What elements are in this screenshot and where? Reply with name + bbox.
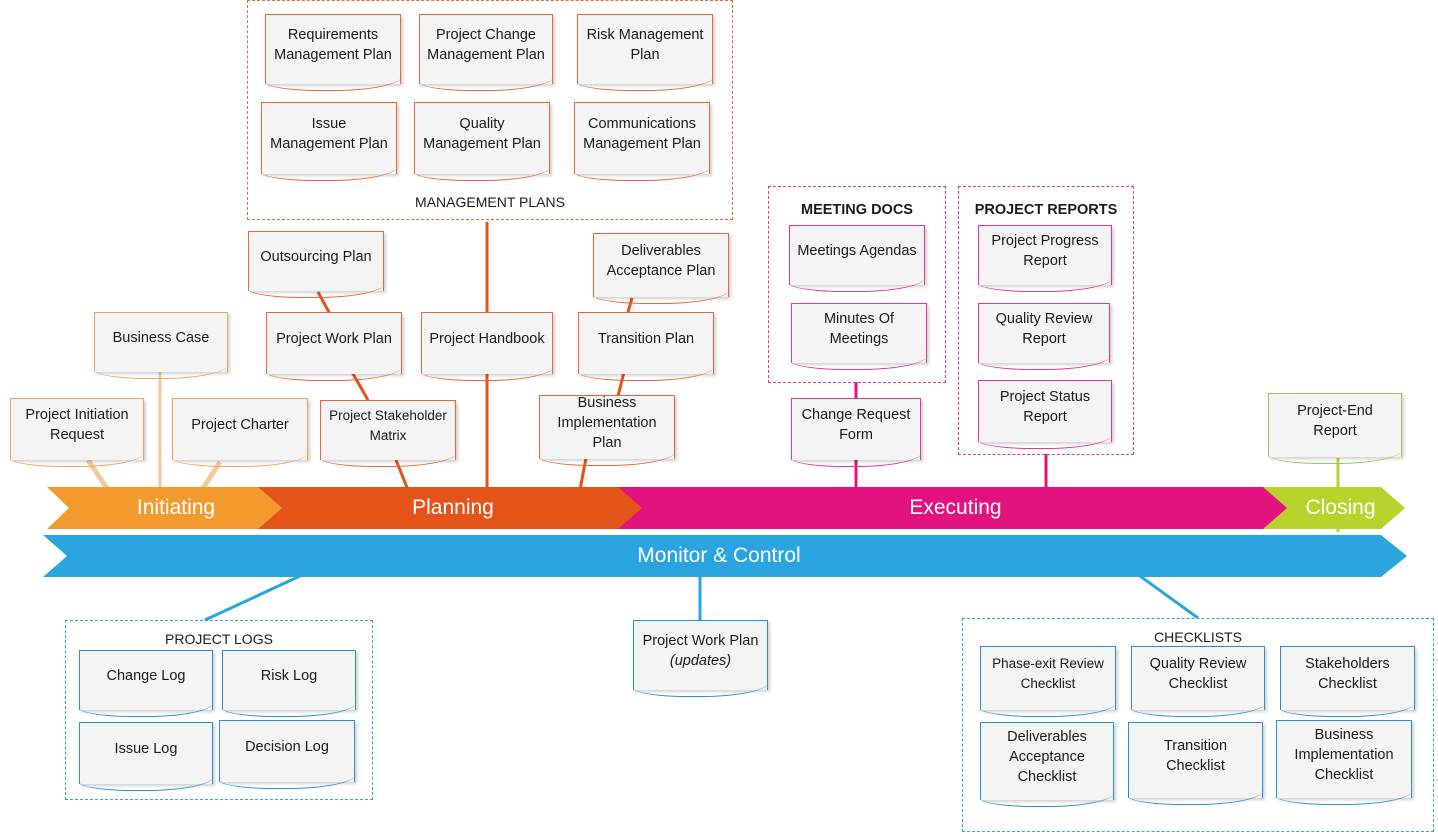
doc-business-case[interactable]: Business Case bbox=[93, 312, 229, 379]
phase-executing-shape bbox=[618, 487, 1291, 529]
phase-planning-shape bbox=[258, 487, 646, 529]
doc-stakeholders-checklist[interactable]: Stakeholders Checklist bbox=[1279, 646, 1416, 717]
checklists-title: CHECKLISTS bbox=[1154, 629, 1242, 645]
doc-transition-checklist[interactable]: Transition Checklist bbox=[1127, 722, 1264, 805]
doc-transition-plan[interactable]: Transition Plan bbox=[577, 312, 715, 381]
doc-project-stakeholder-matrix[interactable]: Project Stakeholder Matrix bbox=[319, 400, 457, 467]
doc-communications-management-plan[interactable]: Communications Management Plan bbox=[573, 102, 711, 181]
doc-requirements-management-plan[interactable]: Requirements Management Plan bbox=[264, 14, 402, 91]
doc-issue-log[interactable]: Issue Log bbox=[78, 722, 214, 791]
project-reports-group: PROJECT REPORTS bbox=[958, 186, 1134, 455]
project-reports-title: PROJECT REPORTS bbox=[974, 202, 1118, 218]
doc-project-status-report[interactable]: Project Status Report bbox=[977, 380, 1113, 449]
phase-closing-label: Closing bbox=[1305, 496, 1376, 519]
phase-monitor-control-shape bbox=[43, 535, 1407, 577]
phase-planning[interactable]: Planning bbox=[258, 487, 648, 529]
doc-deliverables-acceptance-checklist[interactable]: Deliverables Acceptance Checklist bbox=[979, 722, 1115, 807]
meeting-docs-title: MEETING DOCS bbox=[801, 202, 913, 218]
doc-project-handbook[interactable]: Project Handbook bbox=[420, 312, 554, 381]
doc-project-charter[interactable]: Project Charter bbox=[171, 398, 309, 467]
doc-minutes-of-meetings[interactable]: Minutes Of Meetings bbox=[790, 303, 928, 370]
doc-risk-management-plan[interactable]: Risk Management Plan bbox=[576, 14, 714, 91]
doc-project-change-management-plan[interactable]: Project Change Management Plan bbox=[418, 14, 554, 91]
project-logs-title: PROJECT LOGS bbox=[165, 631, 273, 647]
doc-outsourcing-plan[interactable]: Outsourcing Plan bbox=[247, 231, 385, 298]
doc-change-log[interactable]: Change Log bbox=[78, 650, 214, 717]
management-plans-group: MANAGEMENT PLANS bbox=[247, 0, 733, 220]
doc-project-work-plan[interactable]: Project Work Plan bbox=[265, 312, 403, 381]
doc-deliverables-acceptance-plan[interactable]: Deliverables Acceptance Plan bbox=[592, 233, 730, 304]
phase-closing[interactable]: Closing bbox=[1263, 487, 1408, 529]
phase-planning-label: Planning bbox=[412, 496, 494, 519]
work-plan-updates-note: (updates) bbox=[669, 652, 732, 669]
phase-initiating[interactable]: Initiating bbox=[47, 487, 287, 529]
doc-quality-review-report[interactable]: Quality Review Report bbox=[977, 303, 1111, 370]
work-plan-main-label: Project Work Plan bbox=[642, 632, 759, 649]
phase-executing[interactable]: Executing bbox=[618, 487, 1293, 529]
phase-monitor-control-label: Monitor & Control bbox=[637, 544, 801, 567]
doc-issue-management-plan[interactable]: Issue Management Plan bbox=[260, 102, 398, 181]
doc-project-end-report[interactable]: Project-End Report bbox=[1267, 393, 1403, 464]
doc-project-progress-report[interactable]: Project Progress Report bbox=[977, 225, 1113, 292]
doc-quality-review-checklist[interactable]: Quality Review Checklist bbox=[1130, 646, 1266, 717]
phase-monitor-control[interactable]: Monitor & Control bbox=[43, 535, 1409, 577]
meeting-docs-group: MEETING DOCS bbox=[768, 186, 946, 383]
checklists-group: CHECKLISTS bbox=[962, 618, 1434, 832]
phase-closing-shape bbox=[1263, 487, 1405, 529]
doc-quality-management-plan[interactable]: Quality Management Plan bbox=[413, 102, 551, 181]
doc-project-work-plan-updates[interactable]: Project Work Plan (updates) bbox=[632, 620, 769, 697]
management-plans-title: MANAGEMENT PLANS bbox=[415, 194, 565, 210]
doc-risk-log[interactable]: Risk Log bbox=[221, 650, 357, 717]
doc-phase-exit-review-checklist[interactable]: Phase-exit Review Checklist bbox=[979, 646, 1117, 717]
project-logs-group: PROJECT LOGS bbox=[65, 620, 373, 800]
doc-project-initiation-request[interactable]: Project Initiation Request bbox=[9, 398, 145, 467]
doc-business-implementation-checklist[interactable]: Business Implementation Checklist bbox=[1275, 720, 1413, 805]
phase-initiating-shape bbox=[47, 487, 285, 529]
doc-decision-log[interactable]: Decision Log bbox=[218, 720, 356, 789]
doc-meetings-agendas[interactable]: Meetings Agendas bbox=[788, 225, 926, 292]
doc-change-request-form[interactable]: Change Request Form bbox=[790, 398, 922, 467]
phase-initiating-label: Initiating bbox=[136, 496, 216, 519]
phase-executing-label: Executing bbox=[909, 496, 1002, 519]
doc-business-implementation-plan[interactable]: Business Implementation Plan bbox=[538, 395, 676, 466]
